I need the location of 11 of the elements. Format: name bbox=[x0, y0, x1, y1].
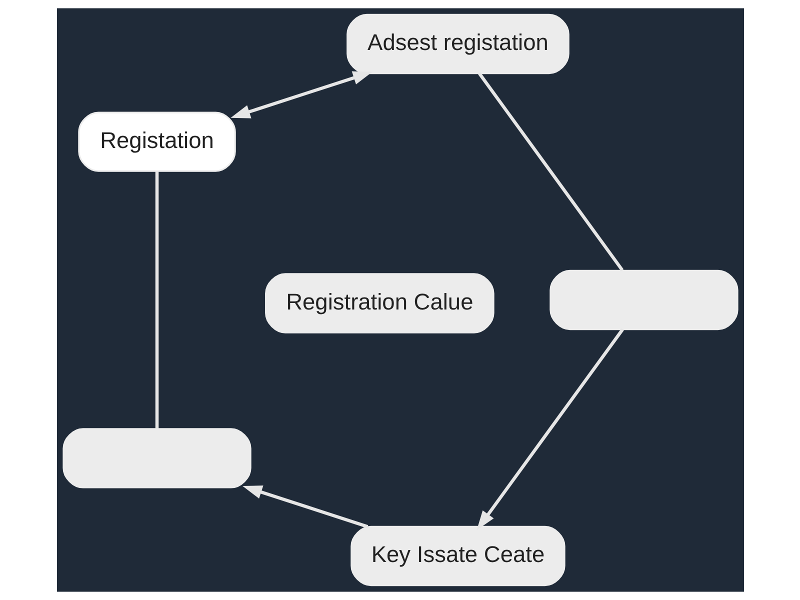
node-box: Adsest registation bbox=[346, 14, 569, 74]
arrow bbox=[242, 486, 368, 528]
node-box: Registration Calue bbox=[264, 273, 494, 334]
connector bbox=[154, 171, 158, 428]
node-box: Registation bbox=[78, 112, 236, 172]
node-box: Key Issate Ceate bbox=[350, 526, 565, 586]
node-box bbox=[549, 270, 738, 330]
connector bbox=[478, 72, 624, 272]
arrow bbox=[476, 328, 624, 530]
node-box bbox=[62, 428, 251, 488]
arrow bbox=[230, 71, 372, 118]
